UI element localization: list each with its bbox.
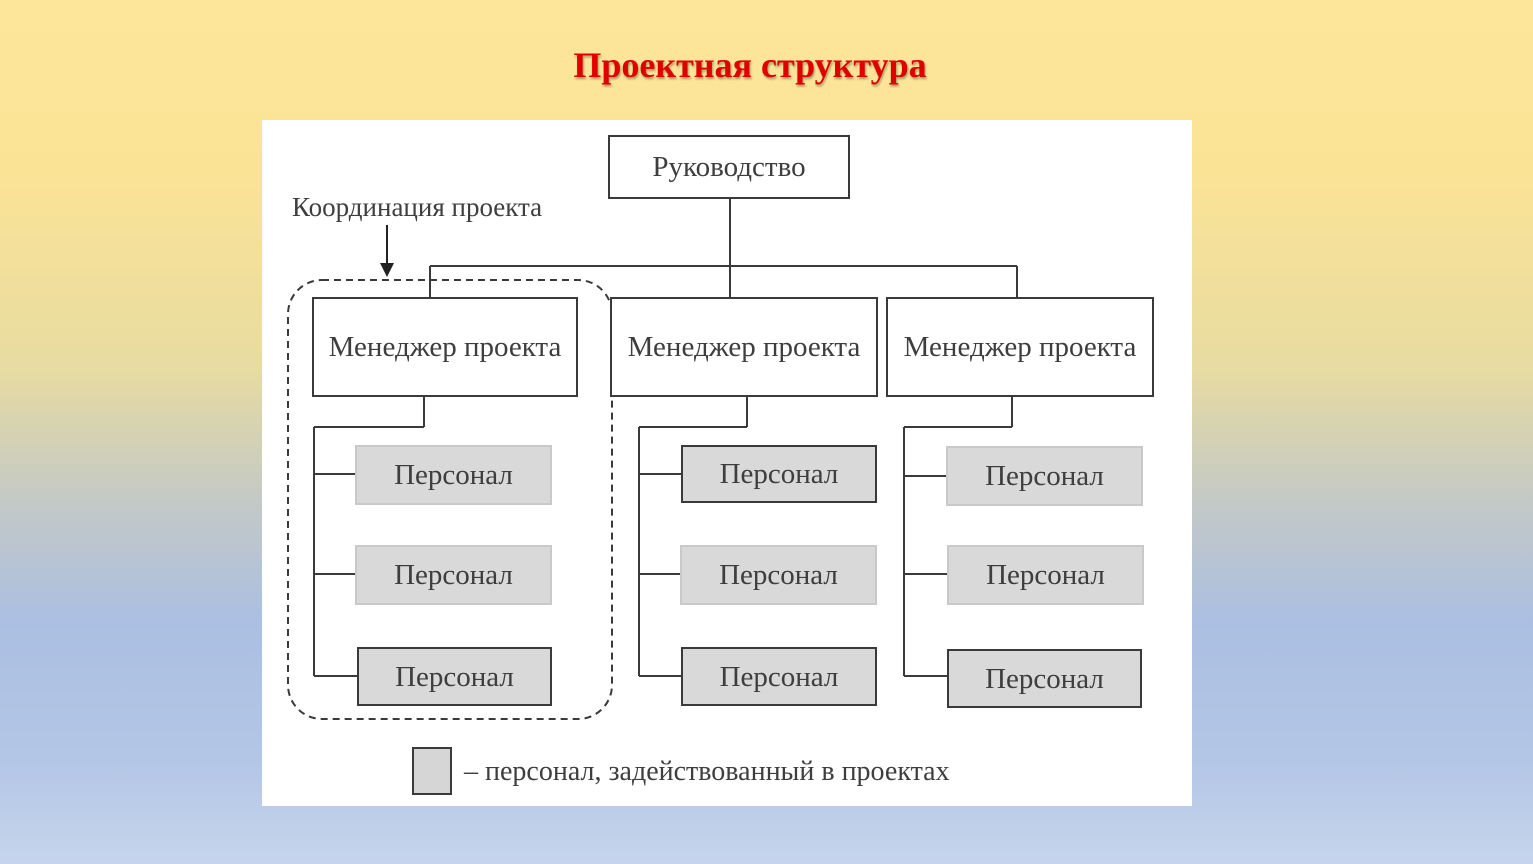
manager-box-3: Менеджер проекта bbox=[886, 297, 1154, 397]
connector-lines bbox=[287, 198, 1018, 720]
slide-title: Проектная структура bbox=[573, 45, 927, 85]
leadership-box: Руководство bbox=[608, 135, 850, 199]
staff-box: Персонал bbox=[946, 446, 1143, 506]
coordination-region bbox=[287, 279, 613, 720]
staff-box-highlighted: Персонал bbox=[357, 647, 552, 706]
coordination-arrowhead bbox=[380, 263, 394, 277]
manager-box-2: Менеджер проекта bbox=[610, 297, 878, 397]
manager-box-1: Менеджер проекта bbox=[312, 297, 578, 397]
coordination-label: Координация проекта bbox=[292, 192, 543, 222]
staff-box-highlighted: Персонал bbox=[681, 445, 877, 503]
staff-box-highlighted: Персонал bbox=[947, 649, 1142, 708]
staff-box: Персонал bbox=[680, 545, 877, 605]
staff-box: Персонал bbox=[355, 545, 552, 605]
org-chart-panel: Координация проекта Руководство Менеджер… bbox=[262, 120, 1192, 806]
legend-swatch bbox=[412, 747, 452, 795]
staff-box: Персонал bbox=[355, 445, 552, 505]
legend-text: – персонал, задействованный в проектах bbox=[464, 756, 950, 787]
staff-box-highlighted: Персонал bbox=[681, 647, 877, 706]
staff-box: Персонал bbox=[947, 545, 1144, 605]
